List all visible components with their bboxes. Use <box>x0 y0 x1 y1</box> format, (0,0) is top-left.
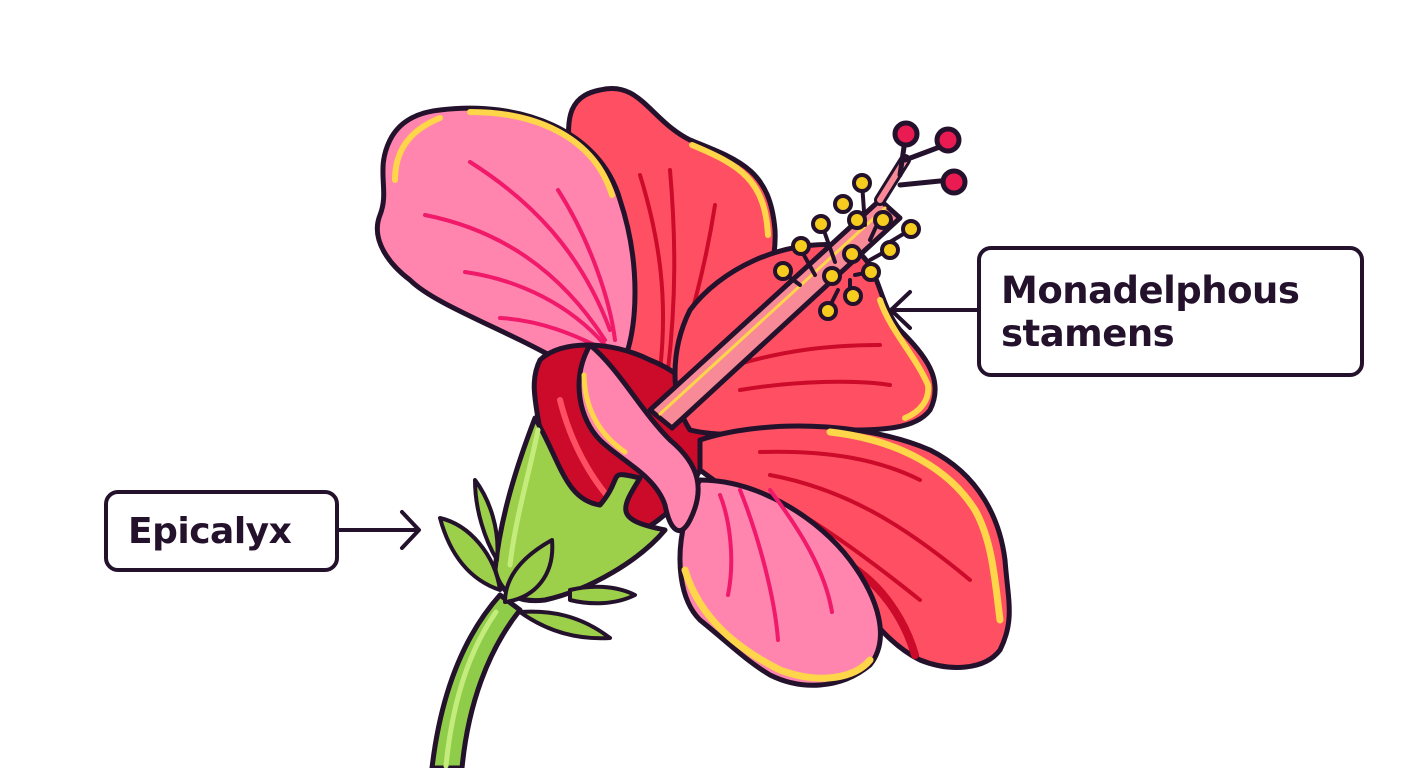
arrow-stamens <box>889 290 979 330</box>
label-monadelphous-stamens: Monadelphous stamens <box>977 246 1364 377</box>
staminal-column <box>647 137 953 431</box>
stem <box>429 592 523 771</box>
label-epicalyx: Epicalyx <box>104 490 339 572</box>
label-epicalyx-text: Epicalyx <box>128 510 292 552</box>
arrow-epicalyx <box>337 510 421 550</box>
label-monadelphous-stamens-text: Monadelphous stamens <box>1001 268 1300 355</box>
petal-front-curl <box>576 342 701 534</box>
stigmas <box>892 120 968 196</box>
calyx-epicalyx <box>438 415 668 641</box>
petal-right-lower <box>697 423 1012 670</box>
petal-bottom-pink <box>677 477 883 688</box>
anthers <box>773 173 921 321</box>
petal-left-pink <box>374 105 638 376</box>
